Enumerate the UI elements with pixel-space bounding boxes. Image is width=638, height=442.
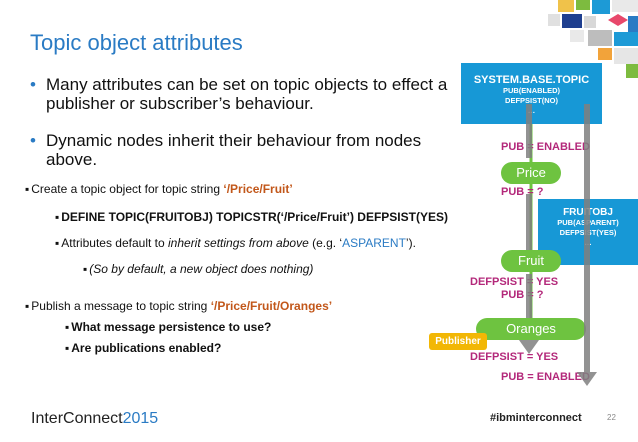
- system-topic-pub: PUB(ENABLED): [502, 86, 561, 95]
- node-oranges: Oranges: [476, 318, 586, 340]
- slide-title: Topic object attributes: [30, 30, 243, 55]
- question-enabled: Are publications enabled?: [71, 341, 222, 355]
- question-persistence-line: ▪What message persistence to use?: [65, 320, 272, 334]
- publish-topic-string: ‘/Price/Fruit/Oranges’: [210, 299, 333, 313]
- label-pub-enabled-top: PUB = ENABLED: [501, 141, 590, 153]
- define-command-line: ▪DEFINE TOPIC(FRUITOBJ) TOPICSTR(‘/Price…: [55, 210, 448, 224]
- bullet-dot: •: [30, 131, 36, 150]
- publish-prefix: Publish a message to topic string: [31, 299, 211, 313]
- interconnect-logo: InterConnect2015: [31, 410, 158, 428]
- label-pub-question-price: PUB = ?: [501, 186, 544, 198]
- decorative-mosaic: [548, 0, 638, 78]
- bullet-dynamic-text: Dynamic nodes inherit their behaviour fr…: [46, 131, 422, 169]
- bullet-dynamic: • Dynamic nodes inherit their behaviour …: [30, 131, 446, 169]
- attr-italic: inherit settings from above: [168, 236, 309, 250]
- bullet-attributes-text: Many attributes can be set on topic obje…: [46, 75, 448, 113]
- attr-value: ASPARENT: [342, 236, 406, 250]
- fruitobj-title: FRUITOBJ: [563, 207, 613, 218]
- default-note-line: ▪(So by default, a new object does nothi…: [83, 262, 314, 276]
- system-topic-title: SYSTEM.BASE.TOPIC: [473, 74, 590, 86]
- default-note: (So by default, a new object does nothin…: [89, 262, 314, 276]
- node-fruit: Fruit: [501, 250, 561, 272]
- publisher-badge: Publisher: [429, 333, 487, 350]
- label-defpsist-oranges: DEFPSIST = YES: [470, 351, 559, 363]
- system-base-topic-box: SYSTEM.BASE.TOPIC PUB(ENABLED) DEFPSIST(…: [461, 63, 602, 124]
- attr-prefix: Attributes default to: [61, 236, 168, 250]
- label-pub-enabled-bottom: PUB = ENABLED: [501, 371, 590, 383]
- fruitobj-ellipsis: …: [584, 238, 592, 247]
- label-defpsist-fruit: DEFPSIST = YES: [470, 276, 559, 288]
- arrow-left-shaft-middle: [526, 194, 532, 250]
- question-persistence: What message persistence to use?: [71, 320, 272, 334]
- bullet-dot: •: [30, 75, 36, 94]
- define-command: DEFINE TOPIC(FRUITOBJ) TOPICSTR(‘/Price/…: [61, 210, 448, 224]
- label-pub-question-fruit: PUB = ?: [501, 289, 544, 301]
- create-topic-string: ‘/Price/Fruit’: [223, 182, 293, 196]
- hashtag: #ibminterconnect: [490, 412, 582, 424]
- brand-year: 2015: [122, 410, 159, 427]
- fruitobj-pub: PUB(ASPARENT): [557, 218, 619, 227]
- create-prefix: Create a topic object for topic string: [31, 182, 224, 196]
- brand-name: InterConnect: [31, 410, 123, 427]
- attr-suffix: ’).: [405, 236, 416, 250]
- fruitobj-defpsist: DEFPSIST(YES): [559, 228, 617, 237]
- page-number: 22: [607, 413, 616, 422]
- attributes-default-line: ▪Attributes default to inherit settings …: [55, 236, 416, 250]
- attr-mid: (e.g. ‘: [308, 236, 343, 250]
- system-topic-ellipsis: …: [527, 106, 536, 115]
- question-enabled-line: ▪Are publications enabled?: [65, 341, 222, 355]
- publish-line: ▪Publish a message to topic string ‘/Pri…: [25, 299, 333, 313]
- bullet-attributes: • Many attributes can be set on topic ob…: [30, 75, 466, 113]
- create-topic-line: ▪Create a topic object for topic string …: [25, 182, 293, 196]
- node-price: Price: [501, 162, 561, 184]
- system-topic-defpsist: DEFPSIST(NO): [505, 96, 558, 105]
